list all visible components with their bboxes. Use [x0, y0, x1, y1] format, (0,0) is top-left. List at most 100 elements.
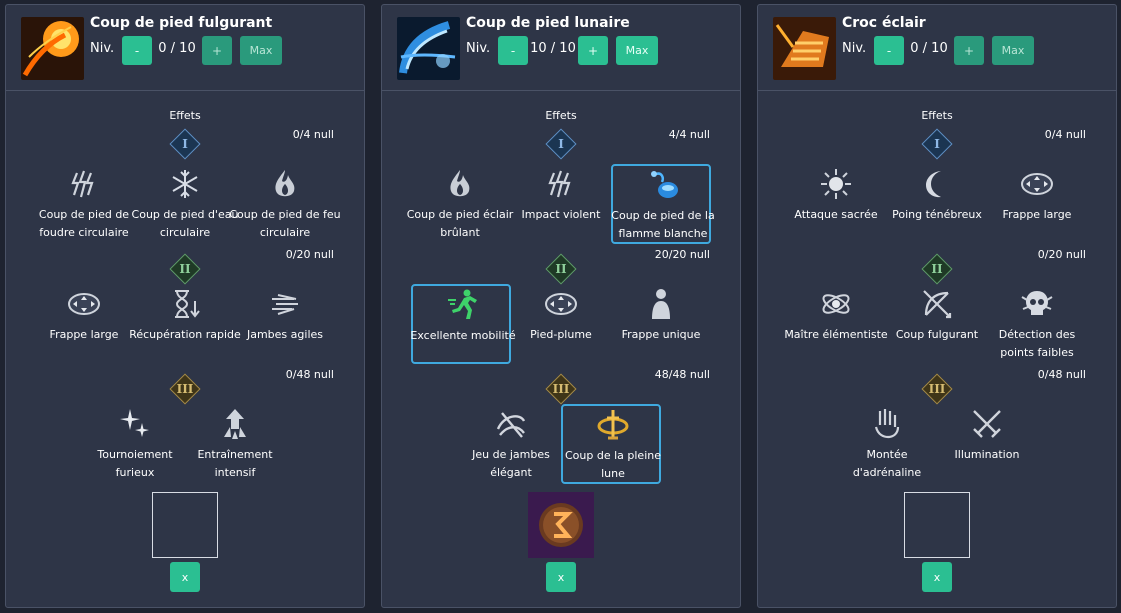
clear-rune-button[interactable]: x: [922, 562, 952, 592]
up-arrow-icon: [224, 409, 246, 439]
tripod-label: Entraînement intensif: [197, 448, 273, 479]
rune-slot-empty[interactable]: [904, 492, 970, 558]
level-decrease-button[interactable]: -: [122, 36, 152, 65]
level-label: Niv.: [90, 41, 115, 56]
fist-skill-icon: [773, 17, 836, 80]
flame-icon: [450, 170, 470, 197]
crossed-swords-icon: [973, 410, 1001, 438]
tripod-option[interactable]: Poing ténébreux: [887, 165, 987, 245]
running-figure-icon: [448, 289, 477, 319]
level-max-button[interactable]: Max: [616, 36, 658, 65]
tripod-option[interactable]: Coup de pied d'eau circulaire: [132, 165, 238, 245]
flame-icon: [275, 170, 295, 197]
hourglass-icon: [175, 290, 200, 318]
tripod-label: Pied-plume: [530, 328, 592, 341]
rune-slot-empty[interactable]: [152, 492, 218, 558]
level-value: 0 / 10: [158, 41, 196, 56]
tripod-option[interactable]: Jambes agiles: [235, 285, 335, 365]
skill-header: Coup de pied lunaire Niv. - 10 / 10 + Ma…: [382, 5, 740, 91]
tier-3-badge: III: [169, 373, 201, 405]
tripod-label: Montée d'adrénaline: [852, 448, 922, 479]
tripod-option[interactable]: Détection des points faibles: [987, 285, 1087, 365]
tier-1-badge: I: [921, 128, 953, 160]
tier-3-count: 0/48 null: [1037, 368, 1086, 381]
level-increase-button[interactable]: +: [954, 36, 984, 65]
golden-sword-icon: [597, 410, 629, 440]
tripod-option-selected[interactable]: Excellente mobilité: [410, 284, 516, 364]
tripod-label: Illumination: [954, 448, 1020, 461]
crescent-moon-icon: [926, 171, 941, 198]
tripod-label: Coup de pied de feu circulaire: [229, 208, 341, 239]
lightning-claw-icon: [71, 170, 94, 198]
tripod-label: Jeu de jambes élégant: [472, 448, 550, 479]
tier-2-badge: II: [169, 253, 201, 285]
clear-rune-button[interactable]: x: [170, 562, 200, 592]
fire-kick-skill-icon: [21, 17, 84, 80]
tripod-label: Frappe large: [49, 328, 119, 341]
sparkle-burst-icon: [120, 409, 149, 437]
tier-3-count: 48/48 null: [654, 368, 710, 381]
tier-1-badge: I: [545, 128, 577, 160]
tripod-option[interactable]: Impact violent: [511, 165, 611, 245]
tripod-option[interactable]: Coup de pied de feu circulaire: [229, 165, 341, 245]
speed-lines-icon: [272, 294, 298, 315]
tier-1-count: 0/4 null: [292, 128, 334, 141]
level-decrease-button[interactable]: -: [498, 36, 528, 65]
hand-icon: [874, 409, 900, 439]
skill-name: Coup de pied lunaire: [466, 15, 630, 31]
tripod-option-selected[interactable]: Coup de la pleine lune: [561, 404, 661, 484]
tripod-label: Attaque sacrée: [794, 208, 878, 221]
tripod-label: Maître élémentiste: [784, 328, 888, 341]
arrows-oval-icon: [1021, 173, 1053, 195]
tripod-option[interactable]: Montée d'adrénaline: [837, 405, 937, 485]
tripod-option[interactable]: Entraînement intensif: [185, 405, 285, 485]
tier-1-count: 4/4 null: [668, 128, 710, 141]
effects-heading: Effets: [169, 109, 201, 122]
tripod-option[interactable]: Maître élémentiste: [784, 285, 888, 365]
tripod-label: Excellente mobilité: [410, 329, 516, 342]
skill-panel-coup-de-pied-lunaire: Coup de pied lunaire Niv. - 10 / 10 + Ma…: [381, 4, 741, 608]
tripod-option[interactable]: Coup fulgurant: [887, 285, 987, 365]
skull-icon: [1021, 291, 1053, 315]
tripod-option[interactable]: Coup de pied éclair brûlant: [407, 165, 513, 245]
tripod-option[interactable]: Récupération rapide: [129, 285, 241, 365]
effects-heading: Effets: [545, 109, 577, 122]
lightning-claw-icon: [548, 170, 571, 198]
swirl-icon: [496, 412, 526, 438]
tripod-option[interactable]: Pied-plume: [511, 285, 611, 365]
tripod-label: Détection des points faibles: [998, 328, 1076, 359]
tripod-option[interactable]: Frappe large: [34, 285, 134, 365]
orb-rings-icon: [822, 294, 850, 314]
tripod-option[interactable]: Frappe unique: [611, 285, 711, 365]
figure-icon: [652, 289, 670, 319]
tripod-option-selected[interactable]: Coup de pied de la flamme blanche: [611, 164, 715, 244]
tripod-option[interactable]: Jeu de jambes élégant: [461, 405, 561, 485]
tripod-label: Frappe large: [1002, 208, 1072, 221]
level-increase-button[interactable]: +: [578, 36, 608, 65]
tripod-option[interactable]: Frappe large: [987, 165, 1087, 245]
arrows-oval-icon: [545, 293, 577, 315]
clear-rune-button[interactable]: x: [546, 562, 576, 592]
tripod-label: Jambes agiles: [246, 328, 323, 341]
tripod-option[interactable]: Illumination: [937, 405, 1037, 485]
arrows-oval-icon: [68, 293, 100, 315]
level-decrease-button[interactable]: -: [874, 36, 904, 65]
level-increase-button[interactable]: +: [202, 36, 232, 65]
tripod-option[interactable]: Coup de pied de foudre circulaire: [34, 165, 134, 245]
tripod-label: Récupération rapide: [129, 328, 241, 341]
tier-1-badge: I: [169, 128, 201, 160]
skill-panel-croc-eclair: Croc éclair Niv. - 0 / 10 + Max Effets I…: [757, 4, 1117, 608]
level-max-button[interactable]: Max: [992, 36, 1034, 65]
tripod-label: Coup de la pleine lune: [564, 449, 661, 480]
tripod-option[interactable]: Tournoiement furieux: [85, 405, 185, 485]
rune-slot-filled[interactable]: [528, 492, 594, 558]
skill-header: Coup de pied fulgurant Niv. - 0 / 10 + M…: [6, 5, 364, 91]
tier-1-count: 0/4 null: [1044, 128, 1086, 141]
skill-name: Croc éclair: [842, 15, 926, 31]
level-max-button[interactable]: Max: [240, 36, 282, 65]
tier-2-count: 20/20 null: [654, 248, 710, 261]
tripod-option[interactable]: Attaque sacrée: [786, 165, 886, 245]
tier-3-count: 0/48 null: [285, 368, 334, 381]
tripod-label: Frappe unique: [621, 328, 701, 341]
level-value: 0 / 10: [910, 41, 948, 56]
